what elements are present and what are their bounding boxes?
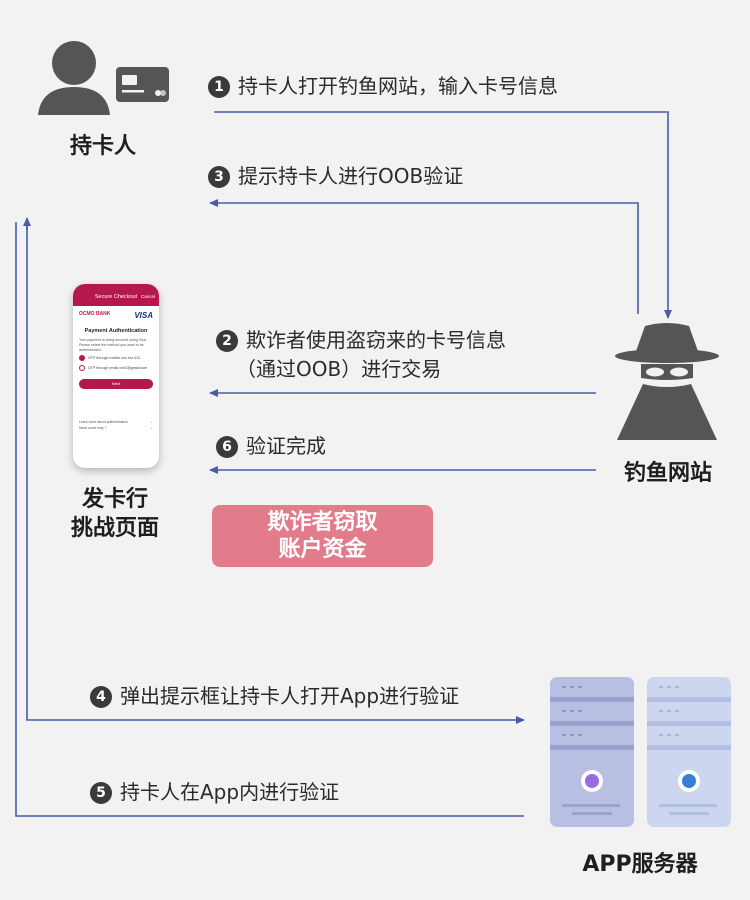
issuer-page-label-line1: 发卡行 xyxy=(81,487,148,512)
step-4-label: 4 弹出提示框让持卡人打开App进行验证 xyxy=(90,680,459,709)
phone-next-button[interactable]: Next xyxy=(79,378,153,389)
step-5-number: 5 xyxy=(90,782,112,804)
step-2-label: 2 欺诈者使用盗窃来的卡号信息 （通过OOB）进行交易 xyxy=(216,326,506,384)
step-5-label: 5 持卡人在App内进行验证 xyxy=(90,776,339,805)
step-6-text: 验证完成 xyxy=(246,434,326,458)
radio-selected-icon[interactable] xyxy=(79,354,85,361)
phone-header-title: Secure Checkout xyxy=(94,294,138,300)
issuer-page-label: 发卡行 挑战页面 xyxy=(55,485,175,543)
arrow-step-1 xyxy=(214,111,672,319)
step-2-text-line1: 欺诈者使用盗窃来的卡号信息 xyxy=(246,328,506,352)
step-6-label: 6 验证完成 xyxy=(216,430,326,459)
step-2-text-line2: （通过OOB）进行交易 xyxy=(236,357,442,381)
step-1-label: 1 持卡人打开钓鱼网站，输入卡号信息 xyxy=(208,70,558,99)
phone-body-text: Your payment is being secured using Visa… xyxy=(79,338,147,352)
phone-option-email-text: OTP through email xxxG@gmail.com xyxy=(88,365,148,370)
issuer-page-label-line2: 挑战页面 xyxy=(70,516,159,541)
hacker-icon xyxy=(605,318,730,448)
step-4-text: 弹出提示框让持卡人打开App进行验证 xyxy=(120,684,460,708)
radio-unselected-icon[interactable] xyxy=(79,364,85,371)
step-2-number: 2 xyxy=(216,330,238,352)
step-4-number: 4 xyxy=(90,686,112,708)
visa-logo: VISA xyxy=(134,311,153,320)
phone-option-mobile[interactable]: OTP through mobile xxx-xxx-012 xyxy=(73,353,159,363)
chevron-down-icon: ⌄ xyxy=(150,419,153,424)
cardholder-icon xyxy=(38,35,173,120)
phone-brand-row: OCMO BANK VISA xyxy=(73,306,159,320)
arrow-step-3 xyxy=(209,199,639,314)
phone-header: Secure Checkout Cancel xyxy=(73,284,159,306)
arrow-step-4 xyxy=(26,222,525,724)
phone-cancel-link[interactable]: Cancel xyxy=(140,294,155,299)
step-3-text: 提示持卡人进行OOB验证 xyxy=(238,164,464,188)
server-icon xyxy=(548,677,733,829)
fraud-banner-line2: 账户资金 xyxy=(278,537,367,562)
phishing-site-label: 钓鱼网站 xyxy=(623,461,712,486)
arrow-step-5 xyxy=(15,222,524,817)
step-1-number: 1 xyxy=(208,76,230,98)
app-server-label: APP服务器 xyxy=(582,852,698,877)
phone-link-help-text: Need some help ? xyxy=(79,425,107,430)
phone-option-mobile-text: OTP through mobile xxx-xxx-012 xyxy=(88,355,141,360)
phone-link-learn-more[interactable]: Learn more about authentication ⌄ xyxy=(73,419,159,425)
step-5-text: 持卡人在App内进行验证 xyxy=(120,780,340,804)
step-6-number: 6 xyxy=(216,436,238,458)
step-3-number: 3 xyxy=(208,166,230,188)
step-3-label: 3 提示持卡人进行OOB验证 xyxy=(208,160,463,189)
bank-logo: OCMO BANK xyxy=(79,311,111,317)
phone-link-learn-more-text: Learn more about authentication xyxy=(79,419,128,424)
issuer-challenge-phone: Secure Checkout Cancel OCMO BANK VISA Pa… xyxy=(73,284,159,468)
fraud-banner-line1: 欺诈者窃取 xyxy=(267,510,378,535)
phone-link-help[interactable]: Need some help ? ⌄ xyxy=(73,425,159,431)
step-1-text: 持卡人打开钓鱼网站，输入卡号信息 xyxy=(238,74,558,98)
phone-option-email[interactable]: OTP through email xxxG@gmail.com xyxy=(73,363,159,373)
chevron-down-icon: ⌄ xyxy=(150,425,153,430)
phone-title: Payment Authentication xyxy=(84,328,148,334)
cardholder-label: 持卡人 xyxy=(69,134,136,159)
fraud-banner: 欺诈者窃取 账户资金 xyxy=(212,505,433,567)
